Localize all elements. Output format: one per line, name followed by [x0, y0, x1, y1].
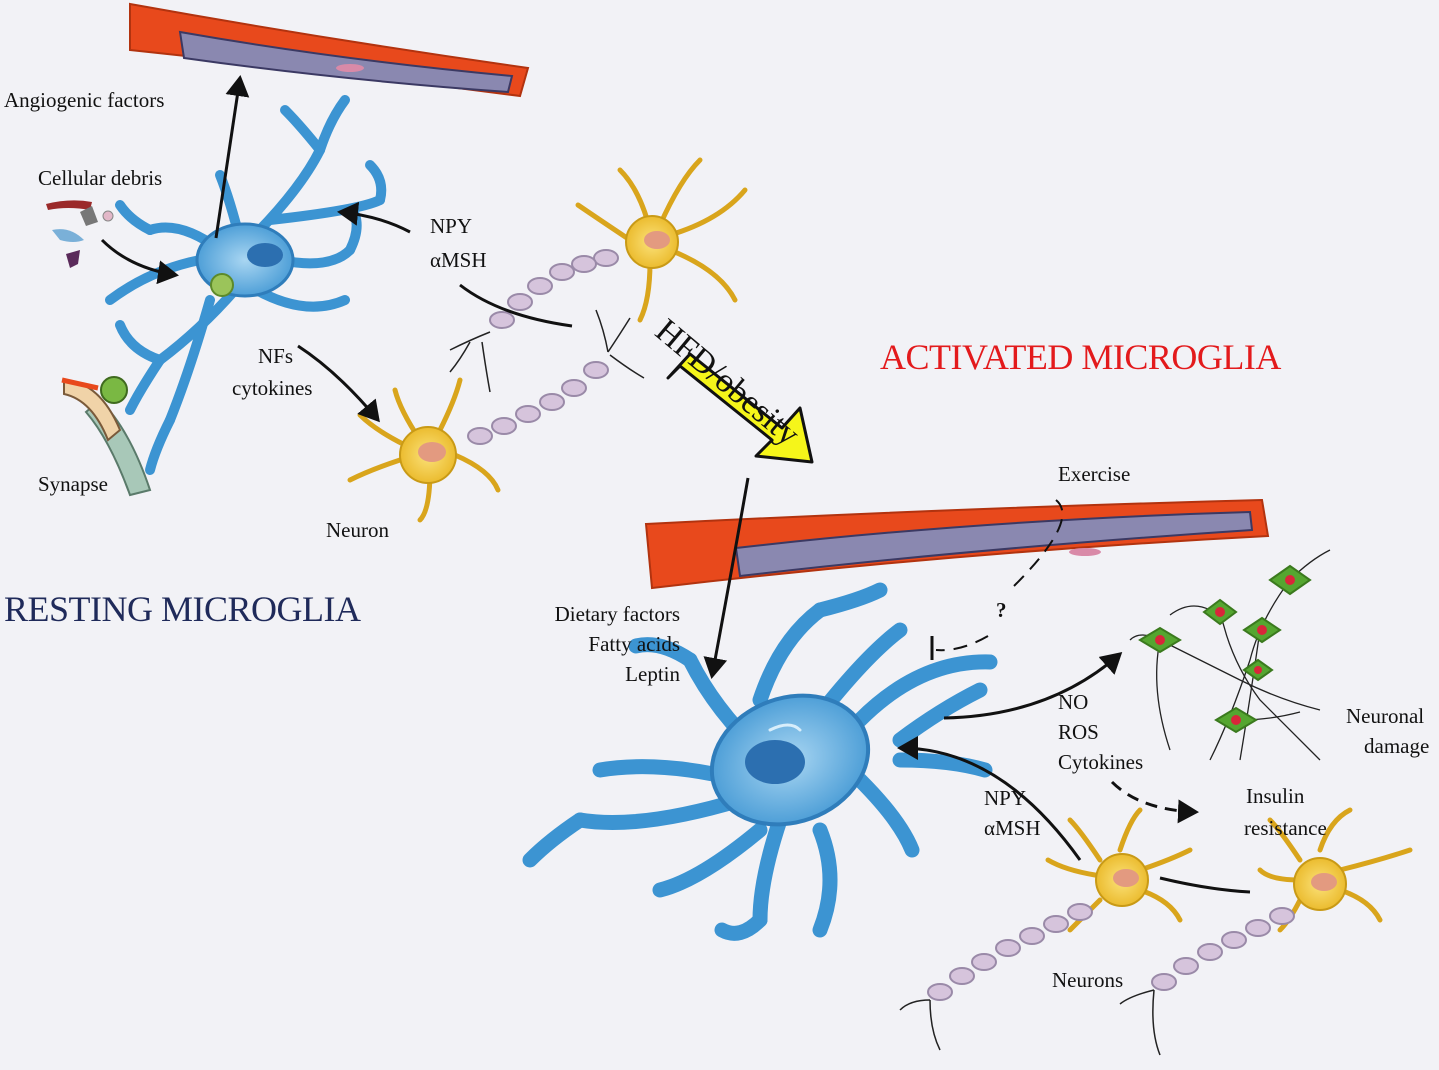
- no-label: NO: [1058, 690, 1089, 714]
- activated-cytokines-label: Cytokines: [1058, 750, 1144, 774]
- neuron-activated-left: [1045, 807, 1193, 933]
- resting-amsh-label: αMSH: [430, 248, 487, 272]
- cellular-debris-shapes: [46, 200, 114, 268]
- neuron-label: Neuron: [326, 518, 389, 542]
- ros-label: ROS: [1058, 720, 1099, 744]
- resting-npy-label: NPY: [430, 214, 473, 238]
- damaged-neuron-network: [1129, 549, 1331, 761]
- activated-amsh-label: αMSH: [984, 816, 1041, 840]
- axon-bottom: [467, 361, 609, 445]
- neuron-top-right: [575, 157, 748, 323]
- activated-npy-label: NPY: [984, 786, 1027, 810]
- neuronal-label: Neuronal: [1346, 704, 1425, 728]
- synapse-label: Synapse: [38, 472, 108, 496]
- blood-vessel-bottom: [644, 498, 1270, 590]
- axons-activated: [927, 903, 1295, 1001]
- resistance-label: resistance: [1244, 816, 1327, 840]
- resting-cytokines-label: cytokines: [232, 376, 313, 400]
- exercise-label: Exercise: [1058, 462, 1131, 486]
- dietary-factors-label: Dietary factors: [554, 602, 680, 626]
- axon-terminal-top: [449, 331, 491, 393]
- fatty-acids-label: Fatty acids: [588, 632, 680, 656]
- nfs-label: NFs: [258, 344, 294, 368]
- synapse-illustration: [61, 376, 152, 497]
- angiogenic-factors-label: Angiogenic factors: [4, 88, 165, 112]
- cellular-debris-label: Cellular debris: [38, 166, 163, 190]
- neurons-label: Neurons: [1052, 968, 1124, 992]
- axon-top: [489, 249, 619, 329]
- axon-terminals-activated: [899, 989, 1161, 1056]
- blood-vessel-top: [129, 2, 530, 98]
- damage-label: damage: [1364, 734, 1430, 758]
- resting-microglia-title: RESTING MICROGLIA: [4, 589, 361, 629]
- neuron-bottom-left: [347, 377, 501, 523]
- question-mark-label: ?: [996, 598, 1007, 622]
- axon-terminal-bottom: [595, 309, 645, 379]
- activated-arrows: [703, 477, 1251, 894]
- activated-microglia-title: ACTIVATED MICROGLIA: [880, 337, 1281, 377]
- insulin-label: Insulin: [1246, 784, 1305, 808]
- resting-microglia-cell: [105, 95, 387, 475]
- hfd-arrow: [666, 352, 814, 464]
- leptin-label: Leptin: [625, 662, 680, 686]
- activated-microglia-cell: [522, 582, 998, 941]
- resting-arrows: [100, 75, 573, 423]
